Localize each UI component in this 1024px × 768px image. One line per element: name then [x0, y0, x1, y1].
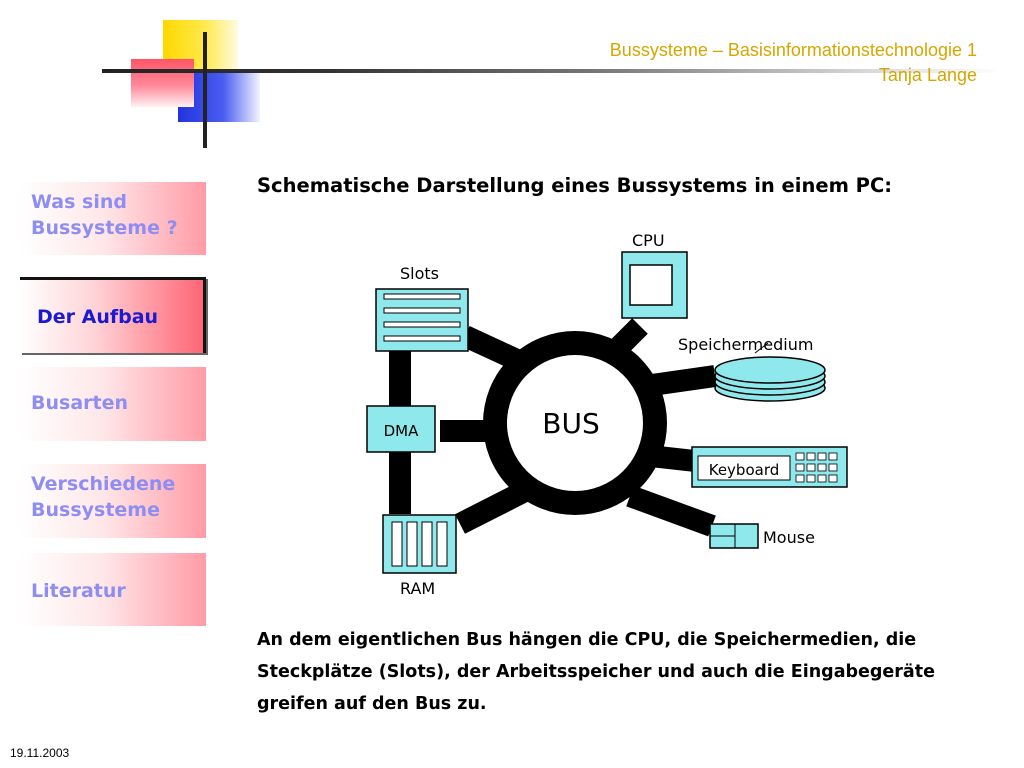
nav-item-verschiedene-bussysteme[interactable]: Verschiedene Bussysteme	[20, 464, 206, 538]
cpu-module	[621, 251, 688, 319]
nav-item-der-aufbau[interactable]: Der Aufbau	[20, 277, 206, 353]
nav-item-literatur[interactable]: Literatur	[20, 553, 206, 626]
header-title-line1: Bussysteme – Basisinformationstechnologi…	[609, 40, 977, 60]
slots-label: Slots	[400, 264, 439, 283]
nav-item-busarten[interactable]: Busarten	[20, 367, 206, 441]
nav-item-label: Was sind Bussysteme ?	[31, 191, 178, 239]
bus-ring	[483, 331, 667, 515]
nav-item-label: Literatur	[31, 580, 126, 602]
bus-system-diagram: BUS Slots CPU Speichermedium DMA	[366, 231, 848, 598]
slide-body-text: An dem eigentlichen Bus hängen die CPU, …	[257, 630, 935, 714]
nav-item-label: Verschiedene Bussysteme	[31, 473, 176, 521]
slots-module	[375, 288, 469, 352]
dma-label: DMA	[384, 422, 419, 440]
mouse-module	[709, 523, 759, 549]
logo-red-square	[131, 59, 194, 107]
logo-horizontal-line	[102, 69, 1002, 73]
slide-title: Schematische Darstellung eines Bussystem…	[257, 174, 893, 197]
cpu-label: CPU	[632, 231, 665, 250]
keyboard-module	[691, 446, 848, 488]
connector-mouse	[626, 485, 716, 537]
footer-date: 19.11.2003	[10, 746, 70, 760]
storage-disks	[714, 342, 826, 402]
connector-ram	[455, 481, 530, 534]
keyboard-label: Keyboard	[709, 461, 780, 479]
presentation-logo	[0, 0, 1024, 160]
dma-module	[366, 405, 436, 453]
ram-module	[382, 514, 457, 574]
logo-vertical-line	[203, 32, 207, 148]
nav-item-label: Der Aufbau	[37, 306, 159, 328]
nav-item-label: Busarten	[31, 392, 129, 414]
storage-label: Speichermedium	[678, 335, 813, 354]
header-title: Bussysteme – Basisinformationstechnologi…	[610, 38, 977, 88]
header-title-line2: Tanja Lange	[878, 65, 977, 85]
bus-label: BUS	[542, 407, 599, 440]
ram-label: RAM	[400, 579, 435, 598]
mouse-label: Mouse	[763, 528, 815, 547]
nav-item-was-sind-bussysteme[interactable]: Was sind Bussysteme ?	[20, 182, 206, 255]
